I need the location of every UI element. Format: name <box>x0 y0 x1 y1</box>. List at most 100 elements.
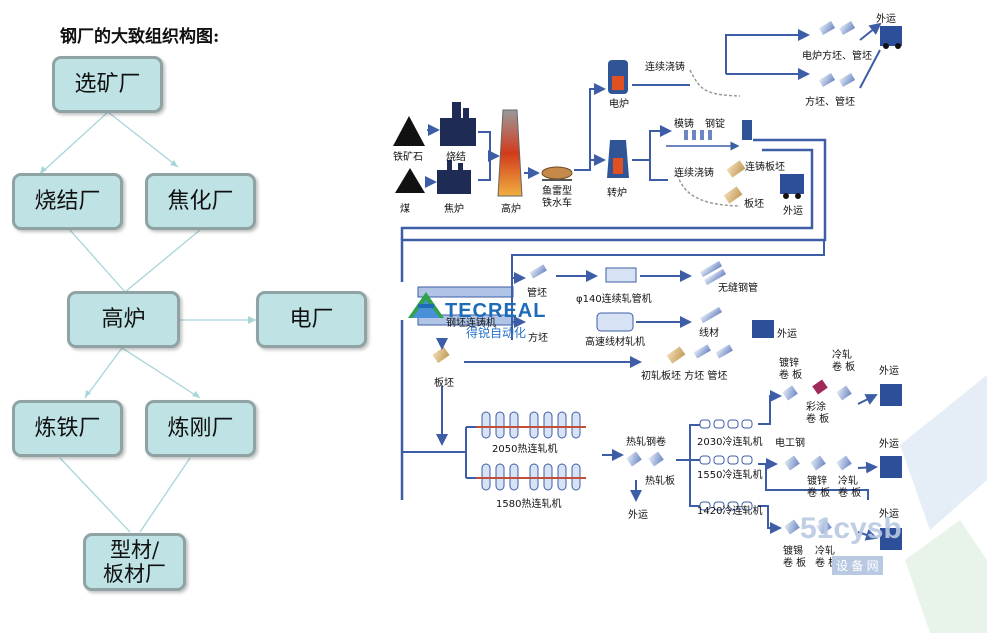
label-rough-rolled: 初轧板坯 方坯 管坯 <box>641 371 728 382</box>
label-cold-mill-1420: 1420冷连轧机 <box>697 506 763 517</box>
label-converter: 转炉 <box>607 188 627 199</box>
watermark-tecreal: TECREAL <box>445 300 547 322</box>
label-slab-left: 板坯 <box>434 378 454 389</box>
ingot-icon <box>742 120 752 140</box>
label-billets-tube: 方坯、管坯 <box>805 97 855 108</box>
watermark-tecreal-cn: 得锐自动化 <box>466 326 527 340</box>
label-blast-furnace: 高炉 <box>501 204 521 215</box>
hot-mill-1580-icon <box>481 463 581 491</box>
label-wire-mill: 高速线材轧机 <box>585 337 645 348</box>
hot-mill-2050-icon <box>481 411 581 439</box>
tube-mill-icon <box>605 267 637 283</box>
ef-billet-icons <box>818 21 856 35</box>
truck-icon-mid <box>780 174 804 199</box>
label-ship-mid: 外运 <box>783 206 803 217</box>
org-box-steelmaking: 炼刚厂 <box>145 400 256 457</box>
org-box-ironmaking: 炼铁厂 <box>12 400 123 457</box>
slab-left-icon <box>432 346 450 364</box>
label-hot-mill-2050: 2050热连轧机 <box>492 444 558 455</box>
torpedo-car-icon <box>541 166 573 181</box>
watermark-tecreal-logo <box>408 292 444 318</box>
cold-mill-1550-icon <box>699 455 753 465</box>
label-cold-mill-2030: 2030冷连轧机 <box>697 437 763 448</box>
rough-rolled-icons <box>666 344 733 364</box>
truck-icon-top <box>880 26 902 49</box>
label-ship-r1: 外运 <box>879 366 899 377</box>
wire-mill-icon <box>596 312 634 332</box>
label-electrical-steel: 电工钢 <box>775 438 805 449</box>
label-seamless-pipe: 无缝钢管 <box>718 283 758 294</box>
label-continuous-casting-mid: 连续浇铸 <box>674 168 714 179</box>
org-box-sintering: 烧结厂 <box>12 173 123 230</box>
label-cold-coil-mid: 冷轧 卷 板 <box>838 476 862 499</box>
coal-pile <box>395 168 425 193</box>
sinter-plant <box>440 102 476 146</box>
label-slab-mid: 板坯 <box>744 199 764 210</box>
tin-coil-icons <box>784 519 832 535</box>
blast-furnace-icon <box>497 109 523 197</box>
electric-furnace-icon <box>608 60 628 94</box>
label-wire-rod: 线材 <box>699 328 719 339</box>
label-galv-coil-mid: 镀锌 卷 板 <box>807 476 831 499</box>
page-title: 钢厂的大致组织构图: <box>60 27 220 47</box>
org-box-profile-plate-label: 型材/ 板材厂 <box>103 537 166 586</box>
wire-rod-icons <box>699 306 723 324</box>
label-color-coil: 彩涂 卷 板 <box>806 402 830 425</box>
org-connectors <box>39 111 256 533</box>
org-box-profile-plate: 型材/ 板材厂 <box>83 533 186 591</box>
iron-ore-pile <box>393 116 425 146</box>
label-ship-hot: 外运 <box>628 510 648 521</box>
label-hot-coil: 热轧钢卷 <box>626 437 666 448</box>
label-mold-casting: 模铸 <box>674 119 694 130</box>
label-slab-caster: 连铸板坯 <box>745 162 785 173</box>
org-box-power: 电厂 <box>256 291 367 348</box>
watermark-51cysb-logo <box>900 375 987 633</box>
cold-coil-mid-icons <box>784 455 852 471</box>
label-electric-furnace: 电炉 <box>609 99 629 110</box>
watermark-51cysb: 51cysb <box>800 512 902 545</box>
label-tube-mill: φ140连续轧管机 <box>576 294 652 305</box>
label-coal: 煤 <box>400 204 410 215</box>
label-billet-caster: 钢坯连铸机 <box>446 318 496 329</box>
hot-coil-icons <box>626 451 664 467</box>
label-coke-oven: 焦炉 <box>444 204 464 215</box>
label-ingot: 钢锭 <box>705 119 725 130</box>
seamless-pipe-icons <box>699 260 727 286</box>
label-ship-r2: 外运 <box>879 439 899 450</box>
org-box-coking: 焦化厂 <box>145 173 256 230</box>
watermark-51cysb-sub: 设 备 网 <box>832 556 883 575</box>
truck-icon-r2 <box>880 456 902 478</box>
org-box-blast-furnace: 高炉 <box>67 291 180 348</box>
label-sinter: 烧结 <box>446 152 466 163</box>
label-tin-coil: 镀锡 卷 板 <box>783 546 807 569</box>
cold-mill-1420-icon <box>699 501 753 511</box>
label-ef-billets: 电炉方坯、管坯 <box>802 51 872 62</box>
label-ship-wire: 外运 <box>777 329 797 340</box>
label-tube-billet: 管坯 <box>527 288 547 299</box>
label-iron-ore: 铁矿石 <box>393 152 423 163</box>
converter-icon <box>607 140 629 178</box>
label-galv-coil-top: 镀锌 卷 板 <box>779 358 803 381</box>
org-box-mining: 选矿厂 <box>52 56 163 113</box>
tube-billet-icon <box>529 264 547 279</box>
label-ship-r3: 外运 <box>879 509 899 520</box>
label-hot-plate: 热轧板 <box>645 476 675 487</box>
label-hot-mill-1580: 1580热连轧机 <box>496 499 562 510</box>
label-torpedo-car: 鱼雷型 铁水车 <box>542 186 572 209</box>
label-billet-short: 方坯 <box>528 333 548 344</box>
label-cold-coil-top: 冷轧 卷 板 <box>832 350 856 373</box>
truck-icon-r3 <box>880 528 902 550</box>
cold-mill-2030-icon <box>699 419 753 429</box>
mold-casting-icons <box>684 130 712 140</box>
slab-caster-icons <box>723 160 746 204</box>
coke-oven <box>437 160 471 194</box>
truck-icon-r1 <box>880 384 902 406</box>
truck-icon-wire <box>752 320 774 338</box>
billet-tube-icons <box>818 73 856 87</box>
label-cold-mill-1550: 1550冷连轧机 <box>697 470 763 481</box>
label-continuous-casting-top: 连续浇铸 <box>645 62 685 73</box>
label-ship-top: 外运 <box>876 14 896 25</box>
galvanized-coil-top-icons <box>782 379 852 401</box>
